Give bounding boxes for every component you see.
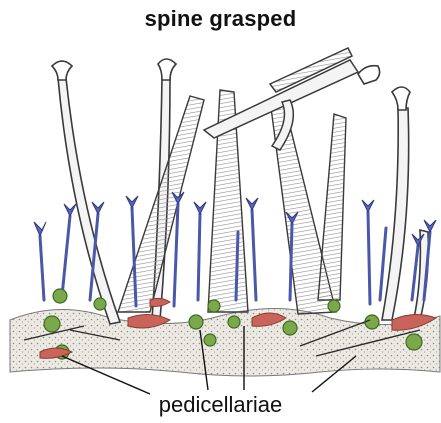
tip-rotated [358, 66, 380, 84]
spine-left [58, 78, 120, 324]
tip-center [158, 59, 176, 80]
tip-left [52, 61, 72, 80]
spine-right [382, 108, 409, 320]
pedicellariae-label: pedicellariae [0, 392, 441, 418]
hatched-spine-4 [318, 114, 346, 300]
tip-right [392, 87, 410, 110]
diagram-title: spine grasped [0, 6, 441, 32]
